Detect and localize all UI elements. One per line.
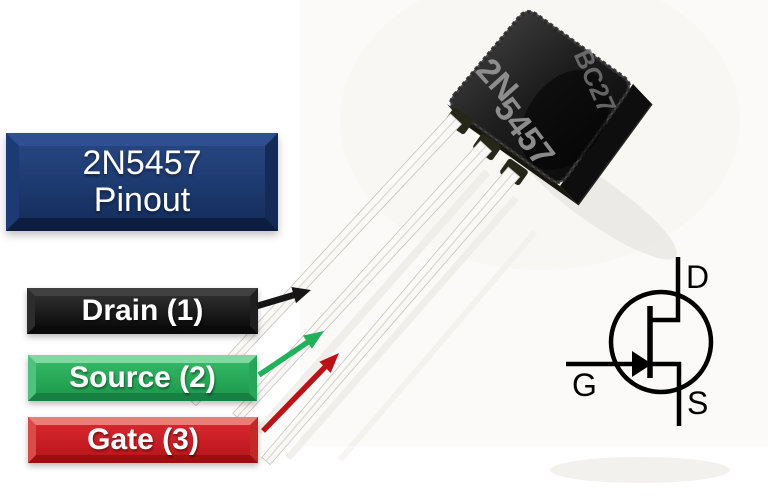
terminal-label-source: S — [687, 385, 708, 421]
package-side-bottom — [447, 104, 578, 205]
pin-label-gate-text: Gate (3) — [87, 423, 199, 456]
pin-label-source-text: Source (2) — [69, 361, 216, 394]
title-part-number: 2N5457 — [82, 144, 202, 182]
pin-label-drain: Drain (1) — [27, 288, 258, 334]
source-arrow-icon — [257, 331, 324, 378]
terminal-label-drain: D — [686, 259, 709, 295]
package-serrated-edge — [449, 10, 631, 184]
package-side-edge — [577, 103, 653, 206]
lead-seams — [191, 118, 515, 462]
terminal-label-gate: G — [572, 367, 597, 403]
jfet-circle — [608, 289, 714, 395]
pin-label-gate: Gate (3) — [28, 417, 258, 463]
pin-label-source: Source (2) — [28, 355, 257, 401]
title-box: 2N5457 Pinout — [6, 133, 278, 231]
jfet-drain-lead — [650, 257, 681, 323]
jfet-source-lead — [650, 361, 682, 426]
lead-shadows — [254, 169, 538, 462]
gate-arrow-icon — [261, 353, 339, 433]
package-sheen-blotch — [520, 69, 610, 171]
pin-label-drain-text: Drain (1) — [81, 294, 204, 327]
drain-arrow-icon — [256, 287, 311, 310]
package-side-right — [560, 84, 652, 205]
jfet-gate-arrowhead — [632, 351, 652, 377]
table-smudge — [550, 457, 730, 483]
title-caption: Pinout — [93, 181, 191, 219]
jfet-symbol-icon: D G S — [566, 257, 714, 426]
